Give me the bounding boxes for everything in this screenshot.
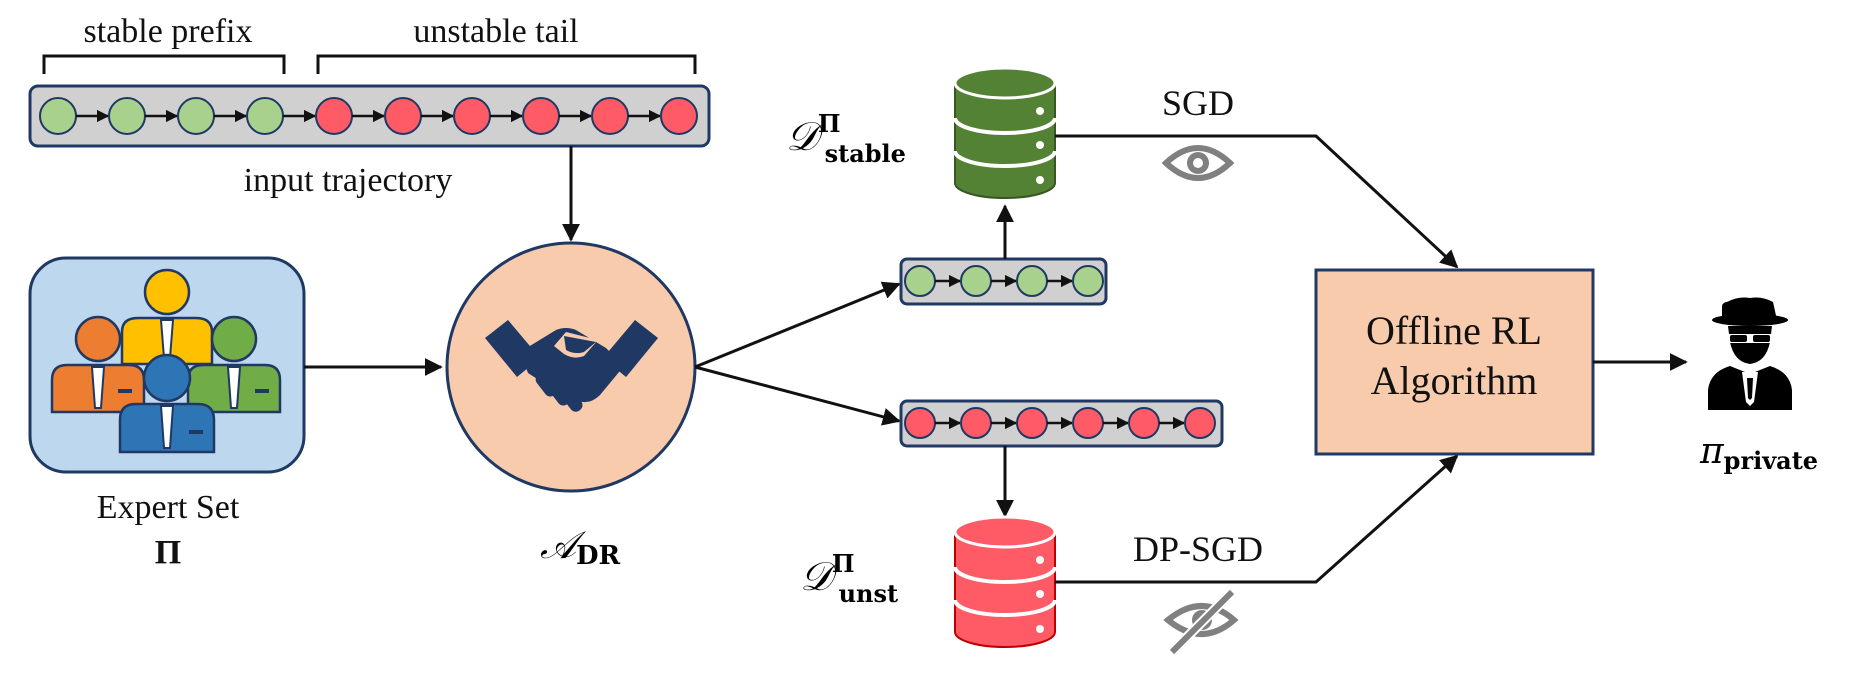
- unstable-trajectory-node: [1184, 407, 1216, 439]
- unstable-tail-bracket: [316, 54, 697, 74]
- policy-symbol: π: [1699, 431, 1725, 472]
- input-trajectory: stable prefix unstable tail input trajec…: [28, 13, 711, 242]
- unstable-trajectory-node: [960, 407, 992, 439]
- sgd-label: SGD: [1162, 83, 1234, 123]
- stable-trajectory-node: [960, 265, 992, 297]
- offline-rl: Offline RL Algorithm: [1314, 268, 1688, 456]
- input-trajectory-node: [660, 97, 698, 135]
- stable-trajectory-node: [1072, 265, 1104, 297]
- dataset-unst-superscript: Π: [832, 549, 855, 578]
- input-trajectory-nodes: [39, 97, 698, 135]
- input-trajectory-node: [39, 97, 77, 135]
- expert-set-label: Expert Set: [97, 489, 240, 526]
- algorithm-dr-label: 𝒜DR: [540, 523, 621, 571]
- unstable-tail-label: unstable tail: [413, 13, 578, 50]
- stable-trajectory-node: [1016, 265, 1048, 297]
- stable-trajectory-nodes: [904, 265, 1104, 297]
- input-trajectory-node: [177, 97, 215, 135]
- dp-sgd-label: DP-SGD: [1133, 529, 1263, 569]
- eye-slash-icon: [1163, 588, 1239, 656]
- input-trajectory-node: [591, 97, 629, 135]
- input-trajectory-node: [108, 97, 146, 135]
- unstable-database-icon: [953, 515, 1057, 648]
- eye-icon: [1161, 145, 1235, 181]
- policy-private-label: πprivate: [1699, 431, 1818, 475]
- dataset-unst-subscript: unst: [839, 579, 899, 608]
- dataset-stable-subscript: stable: [825, 139, 906, 168]
- input-trajectory-node: [453, 97, 491, 135]
- input-trajectory-node: [522, 97, 560, 135]
- dataset-stable-superscript: Π: [818, 109, 841, 138]
- policy-subscript: private: [1724, 446, 1818, 475]
- stable-prefix-label: stable prefix: [84, 13, 253, 50]
- input-trajectory-node: [384, 97, 422, 135]
- arrow-adr-to-unstable: [694, 365, 901, 426]
- input-trajectory-node: [315, 97, 353, 135]
- unstable-trajectory-node: [904, 407, 936, 439]
- people-group-icon: [50, 268, 282, 454]
- edge-dp-sgd: [1055, 454, 1459, 584]
- spy-icon: [1708, 297, 1792, 410]
- stable-trajectory-node: [904, 265, 936, 297]
- offline-rl-line1: Offline RL: [1366, 308, 1542, 353]
- offline-rl-box: [1314, 268, 1595, 456]
- stable-prefix-bracket: [42, 54, 286, 74]
- expert-set: Expert Set Π: [28, 256, 443, 571]
- handshake-icon: [485, 320, 658, 412]
- input-trajectory-node: [246, 97, 284, 135]
- algorithm-dr-subscript: DR: [576, 541, 621, 571]
- stable-database-icon: [953, 66, 1057, 199]
- arrow-adr-to-stable: [694, 281, 901, 369]
- expert-set-symbol: Π: [155, 534, 181, 571]
- offline-rl-line2: Algorithm: [1371, 358, 1538, 403]
- input-trajectory-caption: input trajectory: [244, 162, 453, 199]
- unstable-trajectory-node: [1128, 407, 1160, 439]
- private-policy: πprivate: [1699, 297, 1818, 475]
- edge-sgd: [1055, 134, 1459, 269]
- unstable-trajectory-node: [1072, 407, 1104, 439]
- algorithm-dr: 𝒜DR: [445, 241, 901, 571]
- unstable-trajectory-nodes: [904, 407, 1216, 439]
- unstable-trajectory-node: [1016, 407, 1048, 439]
